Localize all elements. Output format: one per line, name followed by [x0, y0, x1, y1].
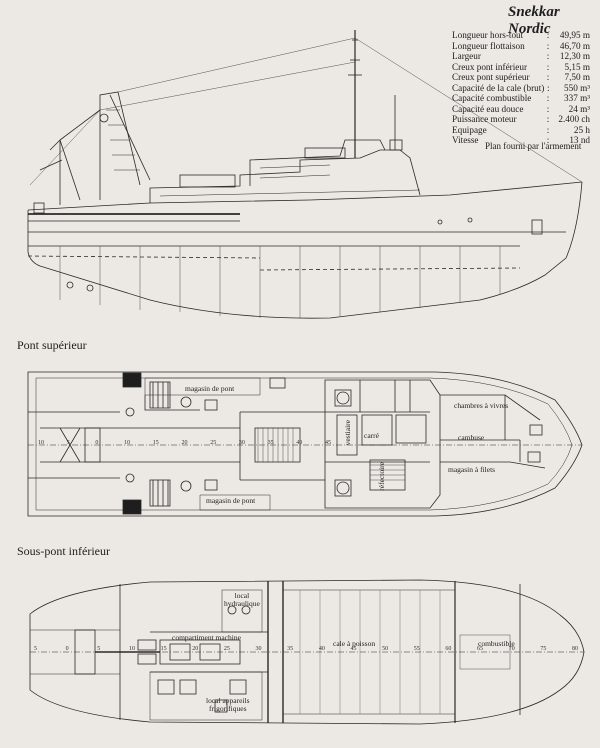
spec-row: Longueur flottaison:46,70 m — [452, 41, 590, 52]
spec-colon: : — [546, 114, 550, 124]
frame-number: 55 — [413, 646, 420, 652]
spec-colon: : — [546, 93, 550, 103]
spec-label: Capacité eau douce — [452, 103, 524, 114]
spec-colon: : — [546, 61, 550, 72]
spec-value: 7,50 m — [564, 72, 590, 82]
spec-label: Creux pont supérieur — [452, 72, 530, 82]
frame-number: 15 — [160, 646, 167, 652]
frame-number: 25 — [223, 646, 230, 652]
spec-colon: : — [546, 30, 550, 40]
spec-label: Puissance moteur — [452, 114, 517, 124]
spec-value: 24 m³ — [568, 103, 590, 114]
spec-row: Puissance moteur:2.400 ch — [452, 114, 590, 125]
spec-label: Vitesse — [452, 135, 479, 145]
spec-value: 49,95 m — [559, 30, 590, 40]
frame-number: 60 — [445, 646, 452, 652]
label-combustible: combustible — [478, 639, 515, 648]
plan-credit: Plan fourni par l'armement — [485, 141, 582, 151]
spec-label: Capacité de la cale (brut) — [452, 82, 545, 93]
label-cambuse: cambuse — [458, 433, 485, 442]
spec-label: Longueur flottaison — [452, 40, 525, 51]
frame-number: 10 — [38, 440, 44, 446]
frame-number: 50 — [382, 646, 389, 652]
label-cale-a-poisson: cale à poisson — [333, 639, 376, 648]
spec-colon: : — [546, 51, 550, 61]
spec-value: 46,70 m — [559, 40, 590, 51]
spec-label: Longueur hors-tout — [452, 30, 524, 40]
lower-deck-title: Sous-pont inférieur — [17, 544, 110, 558]
spec-value: 337 m³ — [564, 93, 590, 103]
label-carre: carré — [364, 431, 379, 440]
upper-deck-plan — [27, 371, 583, 517]
frame-number: 10 — [128, 646, 135, 652]
label-magasin-a-filets: magasin à filets — [448, 465, 496, 474]
frame-number: 35 — [287, 646, 294, 652]
frame-number: 35 — [267, 440, 274, 446]
spec-label: Equipage — [452, 124, 487, 135]
frame-number: 80 — [572, 646, 578, 652]
spec-colon: : — [546, 135, 550, 145]
spec-colon: : — [547, 82, 550, 93]
spec-row: Capacité combustible: 337 m³ — [452, 93, 590, 104]
spec-colon: : — [546, 124, 550, 135]
spec-colon: : — [546, 103, 550, 114]
label-local-appareils-frigorifiques: local appareils frigorifiques — [206, 696, 250, 713]
side-profile — [27, 30, 583, 319]
frame-number: 0 — [95, 440, 99, 446]
spec-row: Creux pont inférieur: 5,15 m — [452, 62, 590, 73]
frame-number: 40 — [296, 440, 303, 446]
spec-value: 2.400 ch — [558, 114, 590, 124]
frame-number: 40 — [318, 646, 325, 652]
spec-row: Longueur hors-tout:49,95 m — [452, 30, 590, 41]
frame-number: 30 — [255, 646, 262, 652]
spec-row: Capacité de la cale (brut): 550 m³ — [452, 83, 590, 94]
spec-value: 12,30 m — [559, 51, 590, 61]
upper-deck-title: Pont supérieur — [17, 338, 87, 352]
frame-number: 65 — [477, 646, 484, 652]
spec-colon: : — [546, 72, 550, 82]
frame-number: 75 — [540, 646, 547, 652]
frame-number: 0 — [65, 646, 69, 652]
spec-label: Capacité combustible — [452, 93, 532, 103]
label-refectoire: réfectoire — [377, 462, 386, 491]
frame-number: 25 — [210, 440, 217, 446]
spec-row: Capacité eau douce: 24 m³ — [452, 104, 590, 115]
lower-deck-plan — [29, 579, 585, 725]
frame-number: 30 — [238, 440, 245, 446]
spec-colon: : — [546, 40, 550, 51]
spec-label: Largeur — [452, 51, 481, 61]
spec-value: 550 m³ — [564, 82, 590, 93]
frame-number: 45 — [350, 646, 357, 652]
spec-value: 25 h — [573, 124, 590, 135]
label-chambres-a-vivres: chambres à vivres — [454, 401, 509, 410]
frame-number: 5 — [66, 440, 70, 446]
frame-number: 20 — [181, 440, 188, 446]
spec-row: Largeur:12,30 m — [452, 51, 590, 62]
frame-number: 5 — [97, 646, 101, 652]
spec-row: Creux pont supérieur: 7,50 m — [452, 72, 590, 83]
label-magasin-de-pont-bottom: magasin de pont — [206, 496, 256, 505]
frame-number: 15 — [152, 440, 159, 446]
spec-row: Equipage: 25 h — [452, 125, 590, 136]
frame-number: 20 — [192, 646, 199, 652]
label-magasin-de-pont-top: magasin de pont — [185, 384, 235, 393]
label-vestiaire: vestiaire — [343, 420, 352, 446]
spec-value: 5,15 m — [564, 61, 590, 72]
vessel-name: Snekkar Nordic — [508, 4, 560, 37]
frame-number: 70 — [508, 646, 515, 652]
spec-row: Vitesse: 13 nd — [452, 135, 590, 146]
spec-value: 13 nd — [569, 135, 590, 145]
label-local-hydraulique: local hydraulique — [224, 591, 260, 608]
spec-label: Creux pont inférieur — [452, 61, 528, 72]
frame-number: 10 — [124, 440, 131, 446]
label-compartiment-machine: compartiment machine — [172, 633, 241, 642]
frame-number: 45 — [325, 440, 331, 446]
frame-number: 5 — [34, 646, 37, 652]
